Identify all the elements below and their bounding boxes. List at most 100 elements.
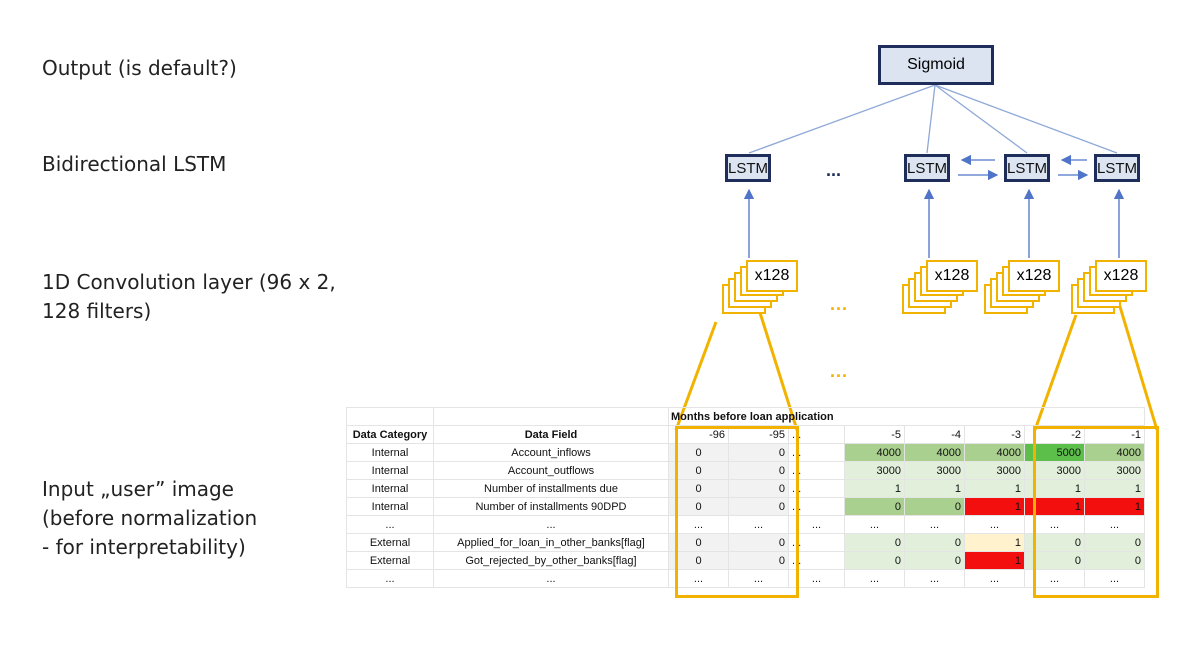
conv-label-3: x128 — [1008, 260, 1060, 292]
cell: ... — [788, 497, 845, 516]
lstm-node-3: LSTM — [1004, 154, 1050, 182]
sigmoid-to-lstm2-line — [926, 84, 936, 154]
cell: 0 — [904, 533, 965, 552]
conv-stack-3: x128 — [984, 260, 1064, 320]
row-field: Account_outflows — [433, 461, 669, 480]
row-category: Internal — [346, 497, 434, 516]
table-row: Internal Account_inflows 0 0 ... 4000 40… — [346, 443, 1145, 462]
lstm-node-4: LSTM — [1094, 154, 1140, 182]
cell: 3000 — [904, 461, 965, 480]
cell: 3000 — [964, 461, 1025, 480]
cell: 0 — [728, 533, 789, 552]
cell: 0 — [1084, 551, 1145, 570]
cell: 0 — [728, 551, 789, 570]
cell: ... — [904, 515, 965, 534]
cell: 0 — [668, 443, 729, 462]
lstm-ellipsis: ... — [826, 160, 842, 180]
cell: 1 — [904, 479, 965, 498]
cell: 1 — [964, 497, 1025, 516]
row-field: Number of installments due — [433, 479, 669, 498]
cell: 1 — [964, 551, 1025, 570]
conv-label-2: x128 — [926, 260, 978, 292]
cell: 1 — [964, 533, 1025, 552]
cell: 1 — [844, 479, 905, 498]
conv-ellipsis-2: ... — [830, 361, 849, 381]
cell: 0 — [668, 497, 729, 516]
row-field: ... — [433, 569, 669, 588]
cell: ... — [668, 515, 729, 534]
table-row: External Got_rejected_by_other_banks[fla… — [346, 551, 1145, 570]
lstm-node-2: LSTM — [904, 154, 950, 182]
row-category: ... — [346, 515, 434, 534]
funnel-right-inner — [1116, 299, 1159, 431]
table-row: External Applied_for_loan_in_other_banks… — [346, 533, 1145, 552]
month-header-1: -95 — [728, 425, 789, 444]
cell: 0 — [904, 497, 965, 516]
cell: 1 — [1084, 479, 1145, 498]
cell: 1 — [1024, 479, 1085, 498]
row-category: Internal — [346, 443, 434, 462]
col-header-field: Data Field — [433, 425, 669, 444]
cell: 5000 — [1024, 443, 1085, 462]
cell: ... — [964, 515, 1025, 534]
lstm-layer-label: Bidirectional LSTM — [42, 152, 227, 176]
cell: 0 — [728, 497, 789, 516]
month-header-3: -5 — [844, 425, 905, 444]
input-data-table: Months before loan application Data Cate… — [346, 407, 1145, 588]
row-category: External — [346, 551, 434, 570]
row-field: ... — [433, 515, 669, 534]
months-super-header: Months before loan application — [668, 407, 1145, 426]
cell: ... — [788, 551, 845, 570]
cell: 0 — [1024, 551, 1085, 570]
cell: 3000 — [1084, 461, 1145, 480]
cell: 1 — [964, 479, 1025, 498]
cell: 0 — [668, 461, 729, 480]
cell: 0 — [904, 551, 965, 570]
cell: 0 — [728, 479, 789, 498]
cell: ... — [788, 479, 845, 498]
row-field: Got_rejected_by_other_banks[flag] — [433, 551, 669, 570]
month-header-0: -96 — [668, 425, 729, 444]
lstm-node-1: LSTM — [725, 154, 771, 182]
month-header-7: -1 — [1084, 425, 1145, 444]
cell: ... — [668, 569, 729, 588]
cell: 1 — [1084, 497, 1145, 516]
row-category: External — [346, 533, 434, 552]
cell: ... — [788, 461, 845, 480]
conv-stack-4: x128 — [1071, 260, 1151, 320]
row-field: Account_inflows — [433, 443, 669, 462]
cell: ... — [788, 569, 845, 588]
cell: ... — [964, 569, 1025, 588]
cell: 0 — [668, 479, 729, 498]
sigmoid-node: Sigmoid — [878, 45, 994, 85]
cell: ... — [728, 515, 789, 534]
cell: 4000 — [964, 443, 1025, 462]
col-header-category: Data Category — [346, 425, 434, 444]
month-header-5: -3 — [964, 425, 1025, 444]
cell: ... — [844, 515, 905, 534]
cell: 0 — [844, 497, 905, 516]
cell: 4000 — [844, 443, 905, 462]
cell: ... — [1084, 515, 1145, 534]
conv-layer-label-line1: 1D Convolution layer (96 x 2, — [42, 270, 336, 294]
input-layer-label-line3: - for interpretability) — [42, 535, 246, 559]
conv-label-4: x128 — [1095, 260, 1147, 292]
cell: 4000 — [904, 443, 965, 462]
conv-label-1: x128 — [746, 260, 798, 292]
cell: 0 — [1084, 533, 1145, 552]
conv-layer-label-line2: 128 filters) — [42, 299, 152, 323]
month-header-2: ... — [788, 425, 845, 444]
cell: 3000 — [1024, 461, 1085, 480]
input-layer-label-line2: (before normalization — [42, 506, 258, 530]
table-row: Internal Number of installments 90DPD 0 … — [346, 497, 1145, 516]
cell: ... — [1024, 569, 1085, 588]
table-row: ... ... ... ... ... ... ... ... ... ... — [346, 515, 1145, 534]
row-field: Applied_for_loan_in_other_banks[flag] — [433, 533, 669, 552]
sigmoid-to-lstm3-line — [934, 84, 1028, 154]
row-category: ... — [346, 569, 434, 588]
cell: 0 — [1024, 533, 1085, 552]
cell: 0 — [728, 443, 789, 462]
cell: 4000 — [1084, 443, 1145, 462]
cell: ... — [1024, 515, 1085, 534]
row-category: Internal — [346, 479, 434, 498]
